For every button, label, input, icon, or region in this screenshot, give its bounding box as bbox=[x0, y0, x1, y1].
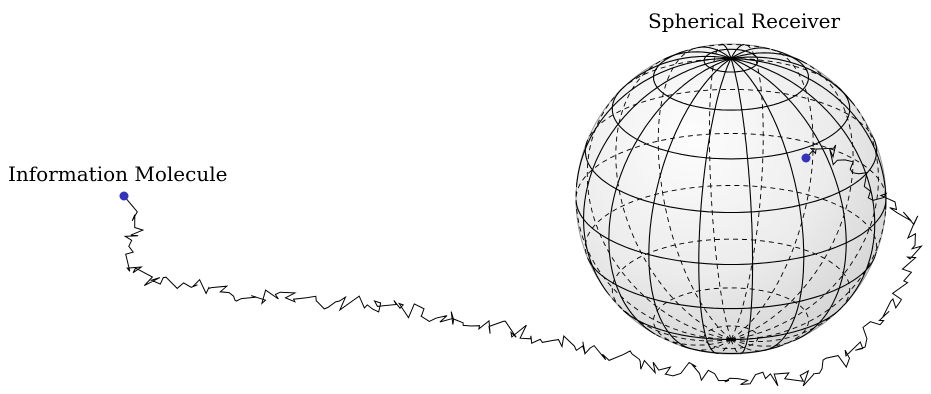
spherical-receiver bbox=[576, 44, 886, 354]
receiver-label: Spherical Receiver bbox=[648, 9, 841, 33]
sphere-body bbox=[576, 44, 886, 354]
absorption-dot-icon bbox=[802, 154, 811, 163]
molecule-dot-icon bbox=[120, 192, 129, 201]
molecule-label: Information Molecule bbox=[8, 162, 227, 186]
